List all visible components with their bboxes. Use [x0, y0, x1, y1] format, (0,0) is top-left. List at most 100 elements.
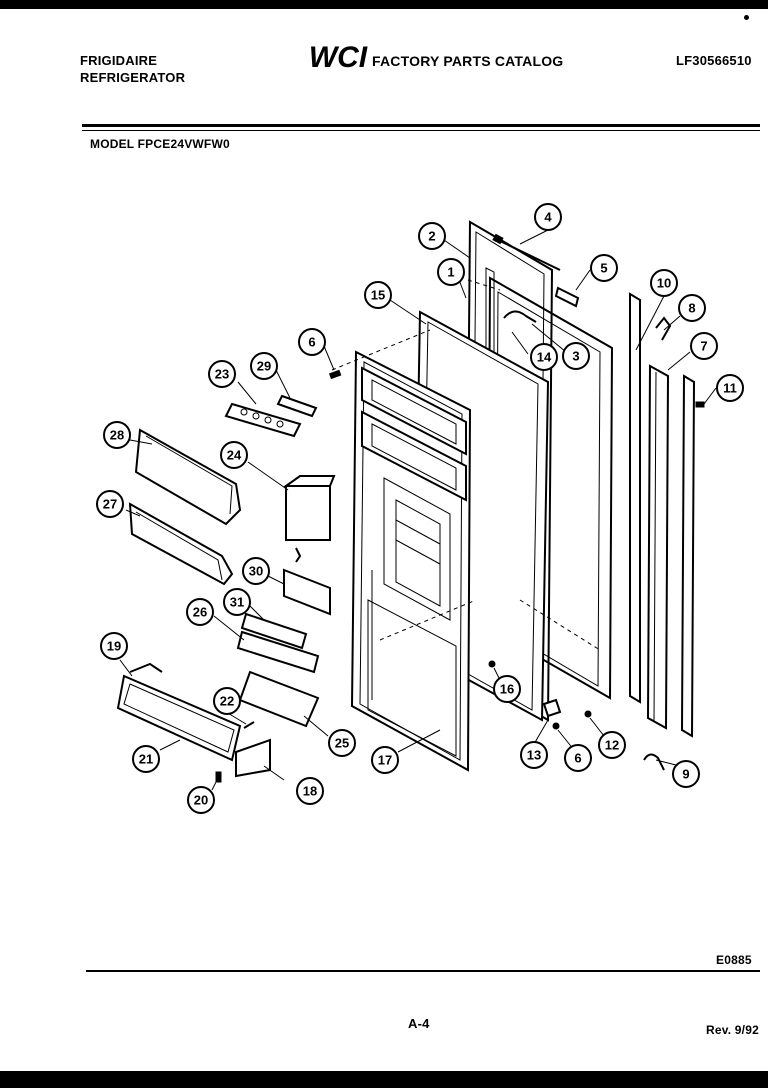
svg-text:30: 30 — [249, 564, 263, 579]
svg-text:4: 4 — [544, 210, 552, 225]
svg-text:17: 17 — [378, 753, 392, 768]
drawing-code: E0885 — [716, 953, 752, 967]
callout-21: 21 — [132, 745, 160, 773]
callout-6a: 6 — [298, 328, 326, 356]
callout-10: 10 — [650, 269, 678, 297]
svg-text:31: 31 — [230, 595, 244, 610]
svg-text:3: 3 — [572, 349, 579, 364]
top-border-bar — [0, 0, 768, 9]
top-hinge-rod — [497, 239, 561, 271]
callout-17: 17 — [371, 746, 399, 774]
hinge-cam — [542, 698, 562, 718]
svg-text:23: 23 — [215, 367, 229, 382]
callout-28: 28 — [103, 421, 131, 449]
svg-text:14: 14 — [537, 350, 552, 365]
callout-14: 14 — [530, 343, 558, 371]
svg-text:10: 10 — [657, 276, 671, 291]
vent-grille — [224, 402, 302, 438]
callout-23: 23 — [208, 360, 236, 388]
svg-text:1: 1 — [447, 265, 454, 280]
callout-19: 19 — [100, 632, 128, 660]
wci-logo: WCI — [309, 41, 368, 74]
corner-dot — [744, 15, 749, 20]
svg-text:15: 15 — [371, 288, 385, 303]
svg-text:24: 24 — [227, 448, 242, 463]
callout-15: 15 — [364, 281, 392, 309]
callout-12: 12 — [598, 731, 626, 759]
callout-11: 11 — [716, 374, 744, 402]
revision-date: Rev. 9/92 — [706, 1023, 759, 1037]
door-shelf-bars — [128, 428, 242, 586]
callout-26: 26 — [186, 598, 214, 626]
svg-text:22: 22 — [220, 694, 234, 709]
callout-4: 4 — [534, 203, 562, 231]
svg-text:6: 6 — [574, 751, 581, 766]
bottom-border-bar — [0, 1071, 768, 1088]
svg-text:13: 13 — [527, 748, 541, 763]
door-shell — [350, 350, 472, 772]
svg-text:11: 11 — [723, 381, 737, 396]
callout-27: 27 — [96, 490, 124, 518]
svg-text:8: 8 — [688, 301, 695, 316]
svg-text:16: 16 — [500, 682, 514, 697]
callout-31: 31 — [223, 588, 251, 616]
callout-6c: 8 — [678, 294, 706, 322]
handle-trim — [629, 292, 696, 738]
dairy-bin — [238, 670, 320, 728]
callout-24: 24 — [220, 441, 248, 469]
callout-9: 9 — [672, 760, 700, 788]
mounting-bracket — [283, 568, 331, 616]
catalog-title: FACTORY PARTS CATALOG — [372, 53, 564, 69]
callout-16: 16 — [493, 675, 521, 703]
svg-text:7: 7 — [700, 339, 707, 354]
callout-7: 7 — [690, 332, 718, 360]
callout-2: 2 — [418, 222, 446, 250]
seal-gasket — [276, 394, 318, 418]
tray — [236, 630, 320, 674]
svg-text:20: 20 — [194, 793, 208, 808]
svg-text:19: 19 — [107, 639, 121, 654]
door-stop — [554, 286, 580, 308]
product-type: REFRIGERATOR — [80, 70, 186, 85]
callout-6b: 6 — [564, 744, 592, 772]
svg-text:29: 29 — [257, 359, 271, 374]
callout-29: 29 — [250, 352, 278, 380]
callout-20: 20 — [187, 786, 215, 814]
callout-30: 30 — [242, 557, 270, 585]
clip — [655, 316, 672, 341]
part-number: LF30566510 — [676, 53, 752, 68]
model-number: MODEL FPCE24VWFW0 — [90, 137, 230, 151]
svg-text:9: 9 — [682, 767, 689, 782]
bin-bracket — [235, 738, 271, 778]
page-number: A-4 — [408, 1016, 430, 1031]
bottom-hinge — [643, 753, 665, 771]
footer-rule — [86, 970, 760, 972]
bracket — [503, 310, 537, 323]
callout-1: 1 — [437, 258, 465, 286]
callout-25: 25 — [328, 729, 356, 757]
callout-3: 3 — [562, 342, 590, 370]
callout-13: 13 — [520, 741, 548, 769]
callout-5: 5 — [590, 254, 618, 282]
svg-text:21: 21 — [139, 752, 153, 767]
svg-text:28: 28 — [110, 428, 124, 443]
dispenser-housing — [282, 475, 336, 563]
svg-text:6: 6 — [308, 335, 315, 350]
brand-name: FRIGIDAIRE — [80, 53, 158, 68]
callout-18: 18 — [296, 777, 324, 805]
wci-logo-text: WCI — [309, 41, 368, 74]
callout-22: 22 — [213, 687, 241, 715]
header-rule-thick — [82, 124, 760, 127]
svg-text:26: 26 — [193, 605, 207, 620]
screw — [215, 771, 222, 783]
spring — [243, 721, 255, 729]
header-rule-thin — [82, 130, 760, 131]
svg-text:27: 27 — [103, 497, 117, 512]
svg-text:2: 2 — [428, 229, 435, 244]
svg-text:12: 12 — [605, 738, 619, 753]
door-bin — [116, 662, 242, 762]
tray-cover — [240, 612, 308, 650]
svg-text:25: 25 — [335, 736, 349, 751]
svg-text:5: 5 — [600, 261, 607, 276]
